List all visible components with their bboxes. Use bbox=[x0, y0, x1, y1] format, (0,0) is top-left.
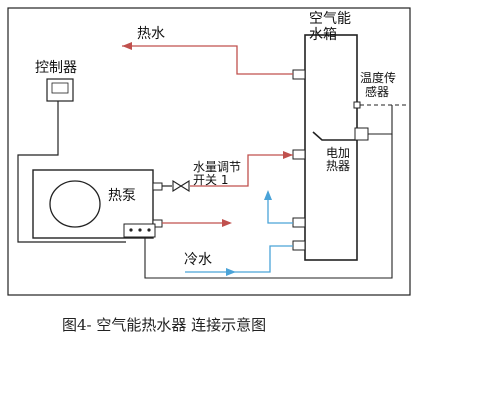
electric-heater-box bbox=[354, 127, 369, 141]
outer-frame bbox=[7, 7, 411, 296]
cold-water-arrow bbox=[226, 268, 236, 276]
tank-label-line2: 水箱 bbox=[309, 27, 337, 43]
cold-water-label: 冷水 bbox=[184, 252, 212, 268]
hot-water-arrow bbox=[122, 42, 132, 50]
terminal-pin bbox=[129, 228, 133, 232]
pump-hot-arrow bbox=[283, 151, 293, 159]
valve-icon bbox=[172, 180, 183, 192]
temp-sensor-label-line1: 温度传 bbox=[360, 70, 396, 85]
temp-sensor-label-line2: 感器 bbox=[365, 84, 389, 99]
hot-water-label: 热水 bbox=[137, 26, 165, 42]
terminal-pin bbox=[147, 228, 151, 232]
pump-hot-pipe bbox=[190, 154, 293, 187]
heater-wire bbox=[368, 105, 393, 135]
valve-label-line2: 开关 1 bbox=[193, 173, 228, 187]
electric-heater-element bbox=[312, 131, 357, 141]
controller-label: 控制器 bbox=[35, 60, 77, 76]
tank-label-line1: 空气能 bbox=[309, 11, 351, 27]
valve-label-line1: 水量调节 bbox=[193, 160, 241, 174]
tank-port-return bbox=[292, 217, 306, 228]
cold-branch-pipe bbox=[267, 200, 293, 224]
electric-heater-label-line1: 电加 bbox=[326, 146, 350, 160]
figure-caption: 图4- 空气能热水器 连接示意图 bbox=[62, 316, 266, 334]
electric-heater-label-line2: 热器 bbox=[326, 159, 350, 173]
control-wire-loop bbox=[144, 134, 393, 279]
controller-box bbox=[46, 78, 74, 102]
heat-pump-fan bbox=[49, 180, 101, 228]
controller-wire bbox=[17, 101, 126, 243]
controller-display bbox=[51, 82, 69, 94]
hot-water-pipe bbox=[122, 45, 293, 75]
temp-sensor-icon bbox=[353, 101, 361, 109]
pump-return-arrow bbox=[222, 219, 232, 227]
heat-pump-unit bbox=[32, 169, 154, 239]
heat-pump-port-out bbox=[152, 182, 163, 191]
tank-port-cold-in bbox=[292, 240, 306, 251]
valve-icon-half bbox=[179, 180, 190, 192]
water-tank bbox=[304, 34, 358, 261]
tank-port-hot-out bbox=[292, 69, 306, 80]
tank-port-hot-in bbox=[292, 149, 306, 160]
terminal-pin bbox=[138, 228, 142, 232]
heat-pump-label: 热泵 bbox=[108, 188, 136, 204]
cold-branch-arrow bbox=[264, 190, 272, 200]
